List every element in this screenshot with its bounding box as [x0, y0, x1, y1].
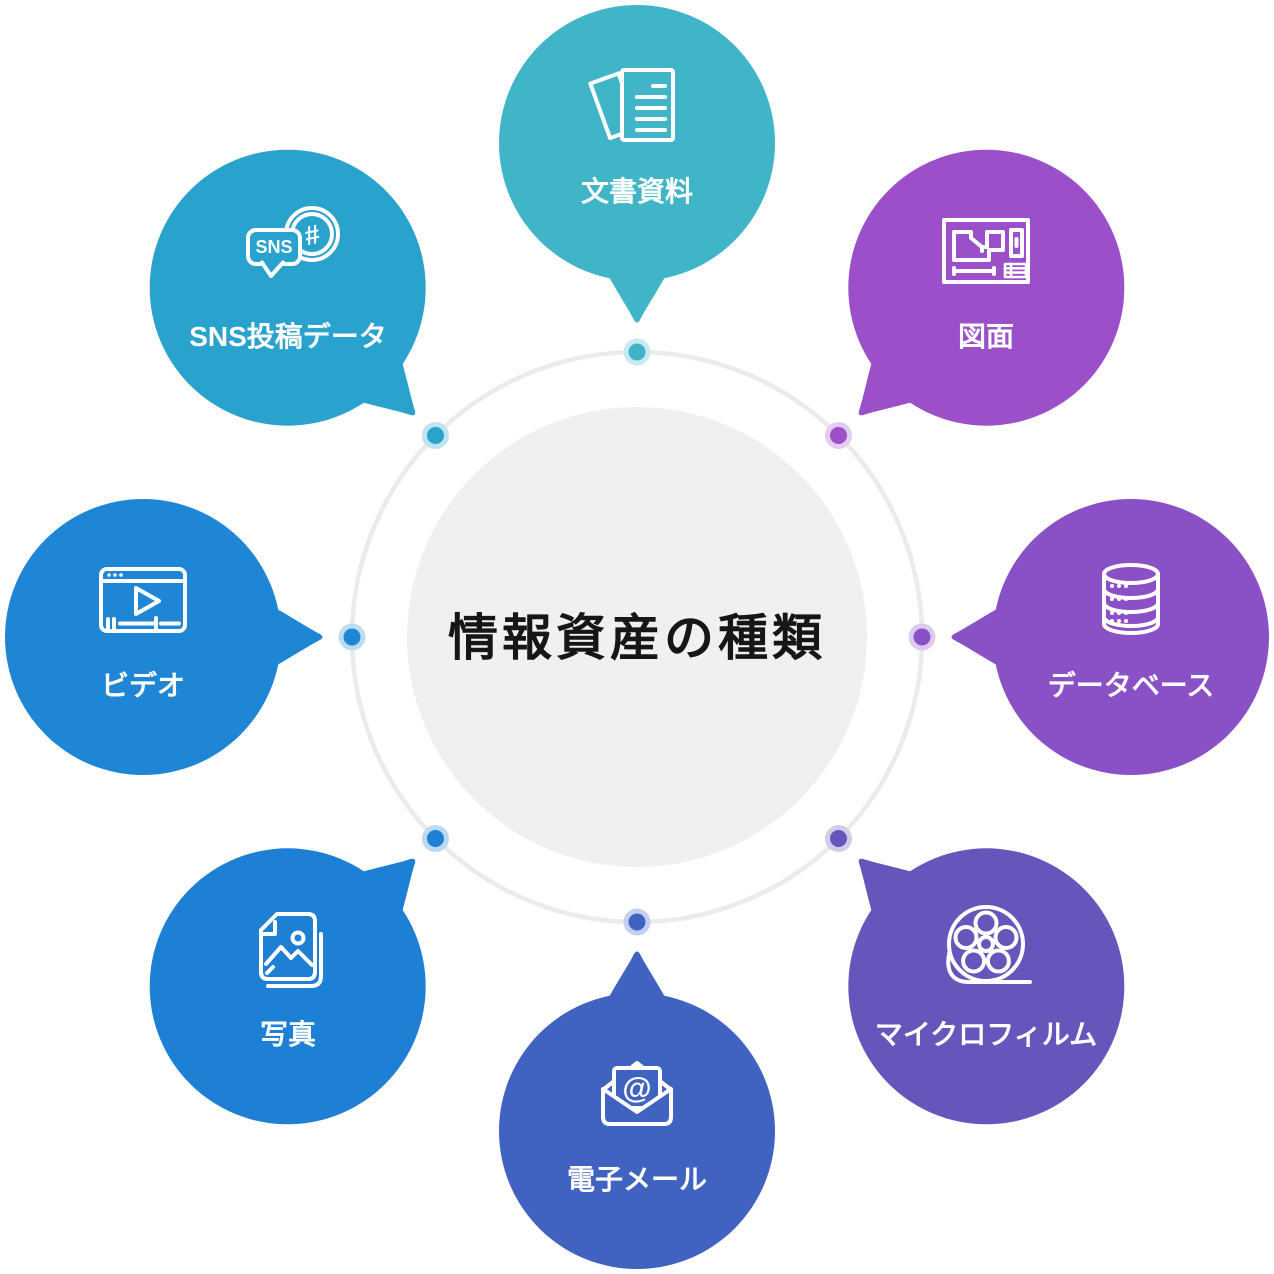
bubble-documents — [499, 5, 775, 366]
film-reel-icon — [946, 905, 1032, 984]
bubble-circle — [5, 499, 281, 775]
bubble-microfilm — [825, 825, 1125, 1125]
bubble-circle — [499, 993, 775, 1269]
bubble-label-documents: 文書資料 — [581, 175, 693, 207]
bubble-label-email: 電子メール — [567, 1164, 707, 1195]
ring-dot — [830, 426, 848, 444]
bubble-circle — [848, 848, 1125, 1125]
bubble-label-database: データベース — [1048, 669, 1215, 701]
bubble-circle — [149, 149, 426, 426]
photo-icon — [259, 912, 323, 988]
center-circle — [407, 407, 867, 867]
ring-dot — [426, 830, 444, 848]
bubble-database — [908, 499, 1269, 775]
ring-dot — [628, 913, 646, 931]
bubble-label-photo: 写真 — [260, 1019, 316, 1050]
bubble-video — [5, 499, 366, 775]
bubble-circle — [499, 5, 775, 281]
bubble-email — [499, 908, 775, 1269]
letter — [612, 1066, 662, 1110]
ring-dot — [426, 426, 444, 444]
bubble-label-microfilm: マイクロフィルム — [875, 1019, 1097, 1050]
bubble-sns — [149, 149, 449, 449]
bubble-label-video: ビデオ — [101, 669, 185, 701]
play-icon — [134, 586, 161, 616]
ring-dot — [343, 628, 361, 646]
speech-bubble-tail — [262, 261, 283, 277]
bubble-circle — [848, 149, 1125, 426]
sns-hashtag-icon: SNS # — [246, 206, 340, 278]
back-sheet — [266, 932, 323, 988]
database-dots — [1110, 584, 1128, 623]
floor-plan-icon — [942, 218, 1030, 284]
video-player-icon — [99, 567, 187, 633]
hash-glyph: # — [302, 219, 323, 251]
documents-icon — [588, 68, 675, 142]
ring-dot — [913, 628, 931, 646]
bubble-label-sns: SNS投稿データ — [189, 320, 387, 352]
envelope-front — [601, 1087, 673, 1126]
text-lines — [635, 84, 667, 132]
bubble-drawings — [825, 149, 1125, 449]
bubble-circle — [993, 499, 1269, 775]
sns-glyph: SNS — [255, 237, 292, 257]
database-icon — [1102, 563, 1160, 635]
email-icon: @ — [601, 1061, 673, 1126]
ring-dot — [628, 343, 646, 361]
page-title: 情報資産の種類 — [448, 610, 826, 666]
at-glyph: @ — [622, 1072, 651, 1105]
bubble-label-drawings: 図面 — [958, 321, 1014, 352]
ring-dot — [830, 830, 848, 848]
